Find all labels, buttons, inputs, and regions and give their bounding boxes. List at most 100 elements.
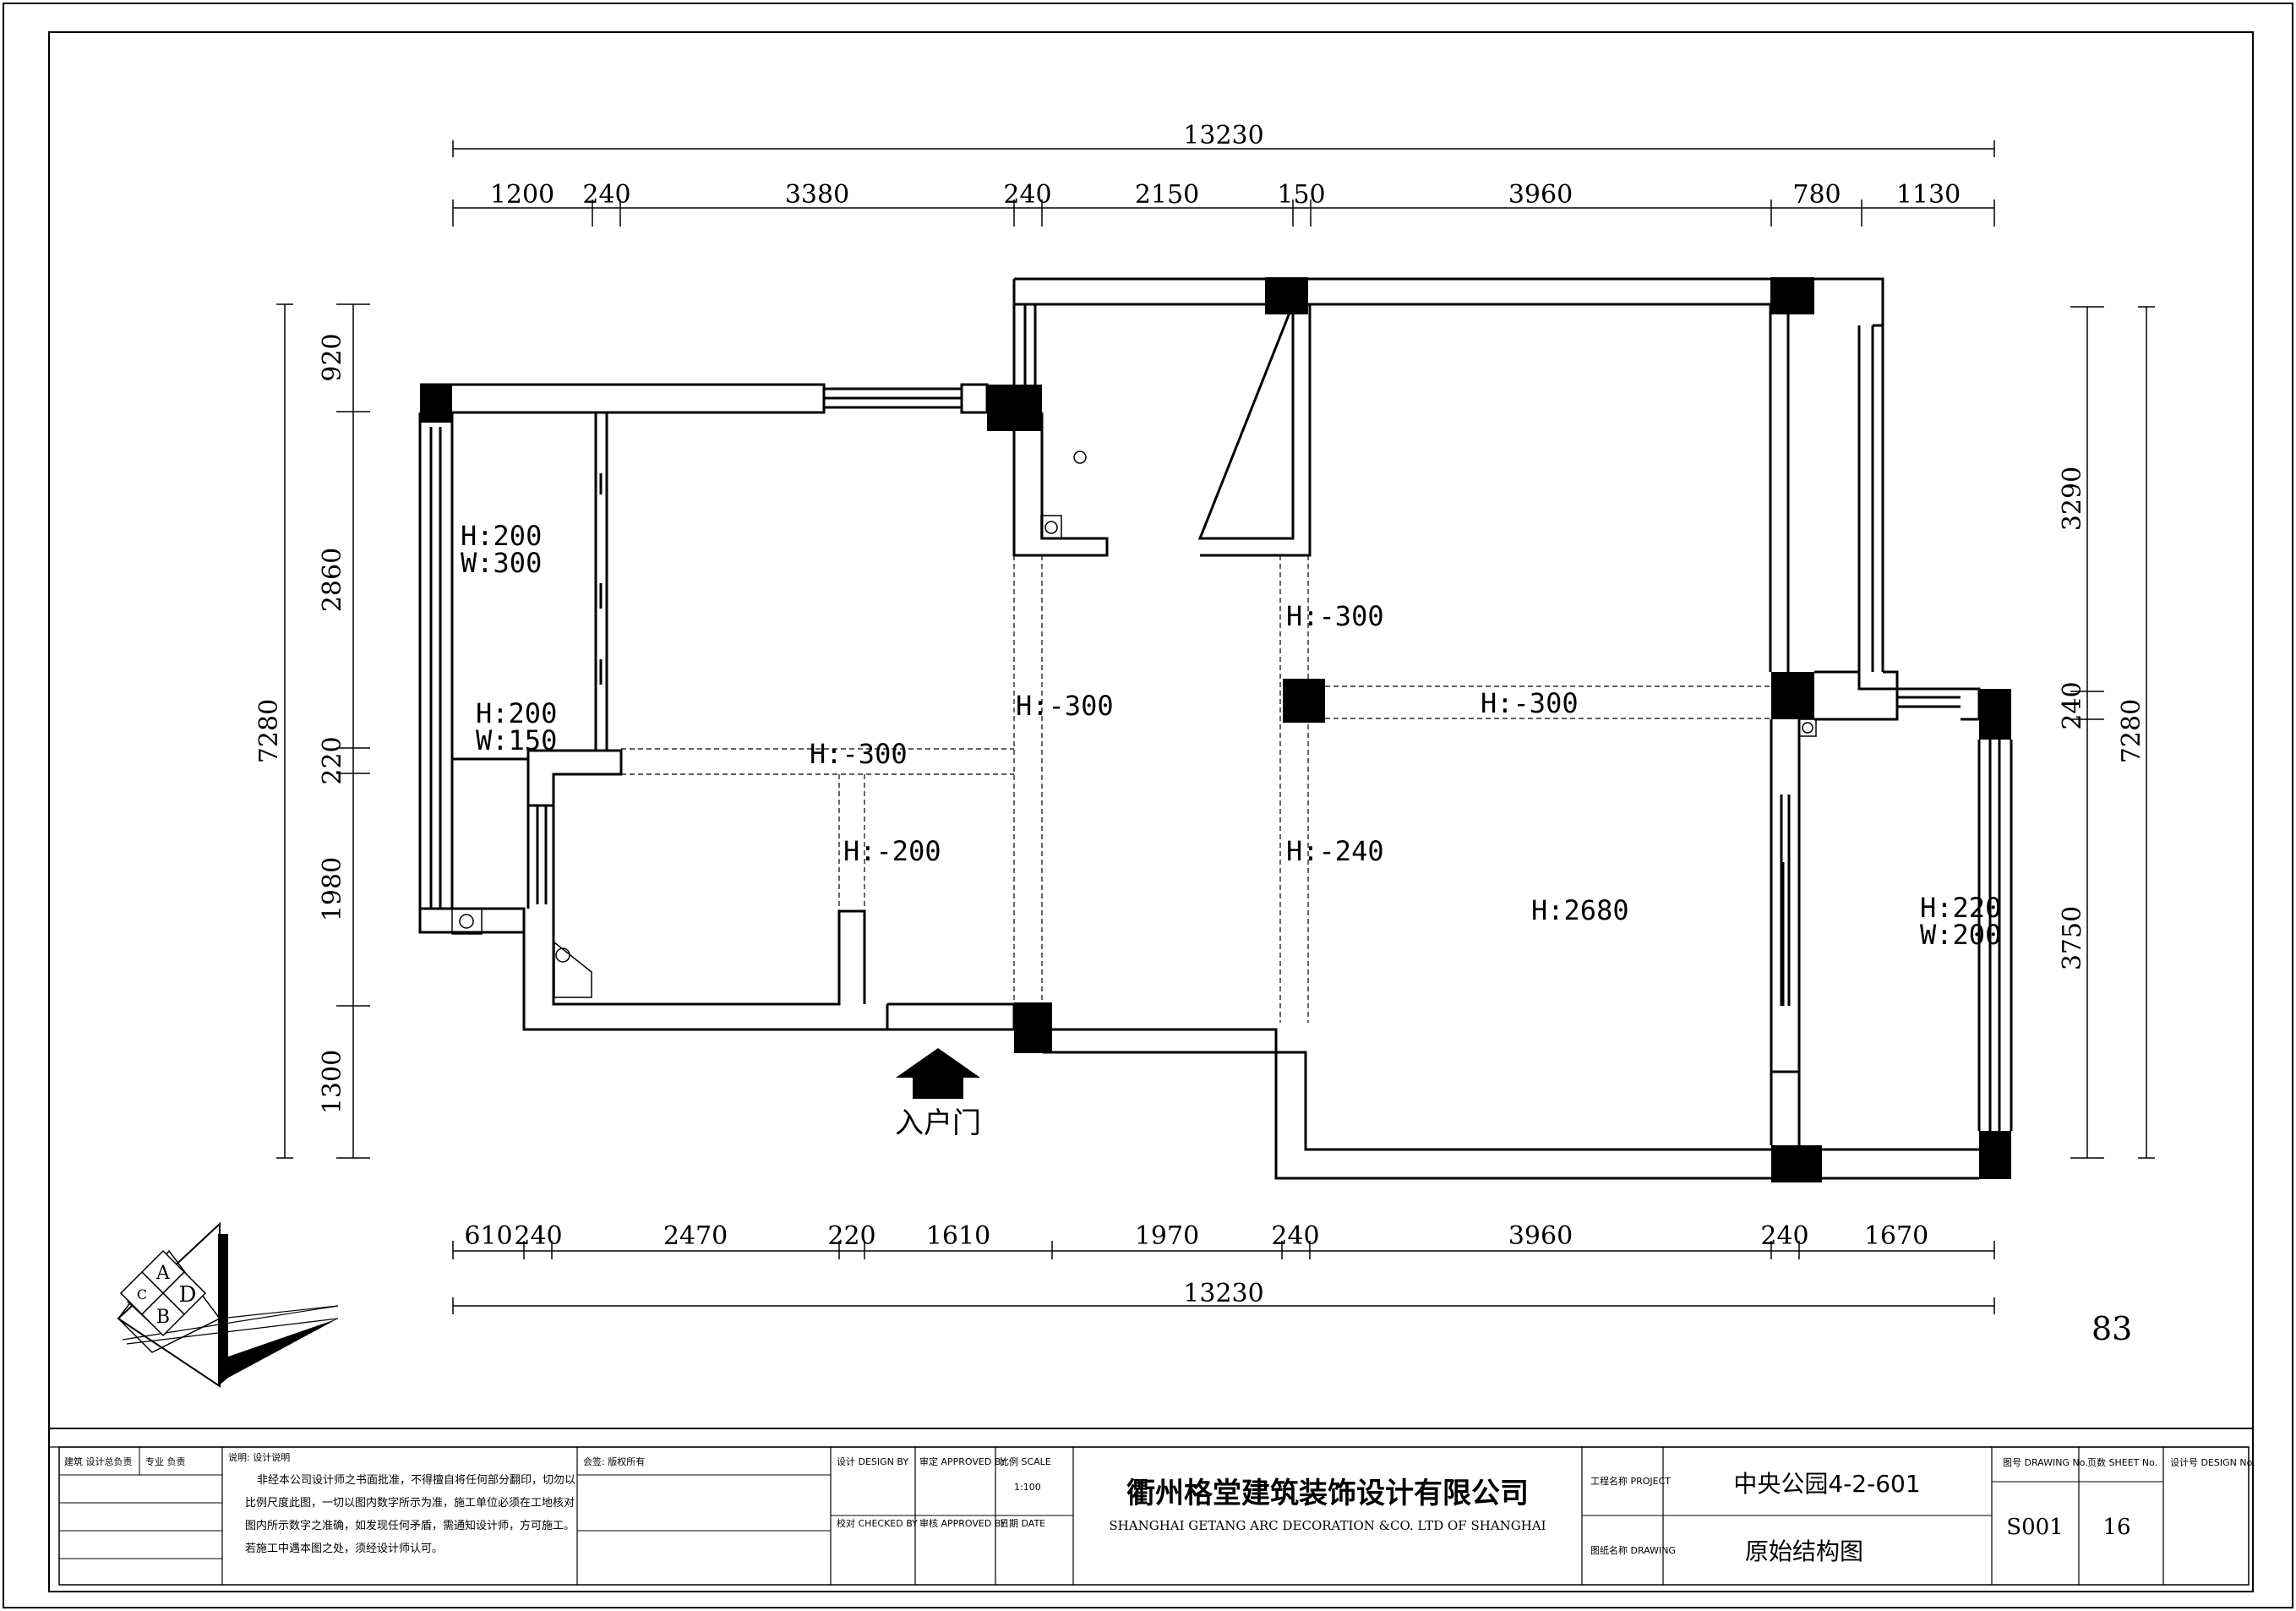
tb-checked-by: 校对 CHECKED BY <box>837 1517 918 1529</box>
left-dim-2: 2860 <box>318 548 347 612</box>
beam-height-label: H:-300 <box>1286 600 1384 632</box>
tb-note-line: 若施工中遇本图之处，须经设计师认可。 <box>245 1542 443 1555</box>
company-name-cn: 衢州格堂建筑装饰设计有限公司 <box>1126 1477 1529 1510</box>
beam-height-label: H:-300 <box>1481 687 1579 719</box>
window-width-label: W:300 <box>461 547 542 579</box>
window-width-label: W:200 <box>1920 919 2001 951</box>
tb-scale-label: 比例 SCALE <box>1000 1455 1051 1467</box>
left-dimensions <box>276 303 370 1159</box>
walls <box>418 277 2013 1180</box>
sheet-inner-border <box>48 31 2254 1592</box>
drain-icon <box>1802 722 1813 734</box>
entrance-arrow-icon <box>858 1078 896 1099</box>
tb-reviewed-by: 审核 APPROVED BY <box>919 1517 1006 1529</box>
tb-approved-by: 审定 APPROVED BY <box>919 1455 1006 1467</box>
svg-text:C: C <box>137 1286 147 1302</box>
column <box>1979 1131 2011 1179</box>
beam-height-label: H:-240 <box>1286 835 1384 867</box>
bottom-total-dimension: 13230 <box>1183 1279 1263 1308</box>
pipe-shaft <box>1040 515 1062 539</box>
left-dim-3: 220 <box>318 736 347 784</box>
top-dim-2: 240 <box>582 180 630 210</box>
bottom-dim-3: 2470 <box>663 1221 728 1251</box>
column <box>420 385 452 423</box>
left-total-dimension: 7280 <box>254 699 284 763</box>
top-dim-3: 3380 <box>785 180 849 210</box>
bottom-dim-9: 240 <box>1760 1221 1808 1251</box>
tb-note-line: 比例尺度此图，一切以图内数字所示为准，施工单位必须在工地核对 <box>245 1496 575 1510</box>
left-dim-5: 1300 <box>318 1050 347 1114</box>
svg-text:B: B <box>156 1307 170 1328</box>
title-block <box>48 1428 2254 1592</box>
column <box>1979 689 2011 740</box>
gas-meter <box>554 941 592 998</box>
window-width-label: W:150 <box>476 724 557 756</box>
column <box>1283 679 1325 723</box>
drain-icon <box>555 947 570 963</box>
bottom-dim-10: 1670 <box>1864 1221 1928 1251</box>
tb-design-no-label: 设计号 DESIGN No. <box>2170 1457 2255 1468</box>
beam-height-label: H:-300 <box>810 738 908 770</box>
project-name: 中央公园4-2-601 <box>1733 1470 1920 1498</box>
sheet-outer-border <box>3 3 2293 1608</box>
top-dim-5: 2150 <box>1135 180 1199 210</box>
top-dim-6: 150 <box>1277 180 1325 210</box>
beam-height-label: H:-300 <box>1016 690 1114 722</box>
top-total-dimension: 13230 <box>1183 121 1263 150</box>
right-dim-3: 3750 <box>2058 906 2087 970</box>
beam-height-label: H:-200 <box>843 835 941 867</box>
drain-icon <box>1044 521 1058 534</box>
bottom-dim-8: 3960 <box>1508 1221 1573 1251</box>
right-dimensions <box>2070 306 2155 1159</box>
tb-sheet-label: 页数 SHEET No. <box>2087 1457 2157 1468</box>
tb-note-line: 图内所示数字之准确，如发现任何矛盾，需通知设计师，方可施工。 <box>245 1519 575 1532</box>
columns <box>420 277 2011 1182</box>
window-height-label: H:200 <box>461 520 542 552</box>
top-dim-1: 1200 <box>490 180 554 210</box>
tb-scale-value: 1:100 <box>1014 1482 1041 1493</box>
left-dim-4: 1980 <box>318 857 347 921</box>
svg-text:D: D <box>179 1282 197 1308</box>
bottom-dim-7: 240 <box>1271 1221 1319 1251</box>
bottom-dim-2: 240 <box>514 1221 562 1251</box>
tb-role-2: 专业 负责 <box>145 1455 186 1467</box>
window-height-label: H:220 <box>1920 892 2001 924</box>
beam-lines <box>621 555 1771 1023</box>
company-name-en: SHANGHAI GETANG ARC DECORATION &CO. LTD … <box>1109 1518 1546 1533</box>
window-height-label: H:200 <box>476 697 557 729</box>
compass-emblem: A D C B <box>117 1221 339 1388</box>
column <box>1771 672 1814 719</box>
top-dim-7: 3960 <box>1508 180 1573 210</box>
top-dim-9: 1130 <box>1896 180 1961 210</box>
pipe-shaft <box>1798 718 1817 737</box>
svg-text:A: A <box>155 1263 171 1284</box>
column <box>987 385 1042 431</box>
fixtures <box>451 451 1817 998</box>
page-number: 83 <box>2091 1310 2132 1347</box>
entrance-label: 入户门 <box>895 1106 981 1140</box>
tb-design-by: 设计 DESIGN BY <box>837 1456 908 1467</box>
sheet-number: 16 <box>2102 1515 2130 1540</box>
drawing-number: S001 <box>2006 1515 2063 1540</box>
bottom-dim-6: 1970 <box>1135 1221 1199 1251</box>
tb-notes-header: 说明: 设计说明 <box>228 1451 290 1463</box>
pipe-shaft <box>451 908 483 935</box>
column <box>1770 277 1814 314</box>
column <box>1265 277 1308 314</box>
right-dim-1: 3290 <box>2058 467 2087 531</box>
drain-icon <box>459 914 474 929</box>
tb-cosign: 会签: 版权所有 <box>583 1455 645 1467</box>
tb-date-label: 日期 DATE <box>1000 1518 1045 1529</box>
right-dim-2: 240 <box>2058 681 2087 729</box>
drawing-title: 原始结构图 <box>1745 1537 1863 1565</box>
tb-project-label: 工程名称 PROJECT <box>1590 1475 1671 1487</box>
entrance-arrow-icon <box>896 1048 980 1099</box>
tb-role-1: 建筑 设计总负责 <box>64 1455 133 1467</box>
top-dim-4: 240 <box>1003 180 1051 210</box>
tb-note-line: 非经本公司设计师之书面批准，不得擅自将任何部分翻印，切勿以 <box>257 1473 575 1487</box>
column <box>1014 1002 1052 1053</box>
right-total-dimension: 7280 <box>2117 699 2146 763</box>
bottom-dim-5: 1610 <box>926 1221 990 1251</box>
bottom-dim-4: 220 <box>827 1221 875 1251</box>
